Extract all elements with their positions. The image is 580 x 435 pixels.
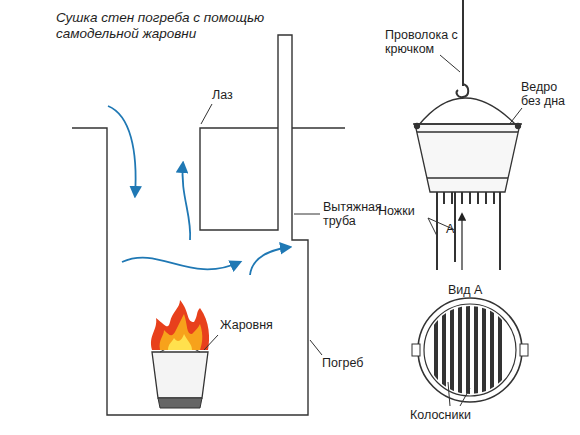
- diagram-title: Сушка стен погреба с помощью самодельной…: [56, 10, 286, 42]
- part-label: Ножки: [378, 204, 438, 218]
- cellar-outline: [72, 35, 345, 415]
- bucket-leg: [437, 192, 500, 270]
- grate-bar: [474, 304, 478, 396]
- part-label: Погреб: [322, 356, 392, 370]
- handle-lug: [412, 344, 420, 356]
- bucket-rim-view: [418, 298, 522, 402]
- brazier-bucket: [152, 352, 208, 398]
- grate-bar: [444, 192, 494, 204]
- leader-line: [448, 382, 450, 406]
- part-label: Ведро без дна: [521, 80, 576, 108]
- part-label: Жаровня: [220, 318, 300, 332]
- brazier-grate: [158, 398, 202, 408]
- part-label: Проволока с крючком: [385, 28, 465, 56]
- wire: [462, 0, 464, 86]
- leader-line: [294, 214, 320, 215]
- flame: [151, 300, 209, 350]
- grate-bar: [466, 304, 470, 396]
- grate-bar: [450, 304, 454, 396]
- brazier: [151, 300, 209, 408]
- part-label: А: [446, 222, 466, 236]
- view-arrow: [461, 214, 462, 270]
- air-flow-arrow: [108, 106, 136, 196]
- air-flow-arrow: [183, 163, 191, 240]
- air-flow: [108, 106, 290, 275]
- leader-lines: [201, 55, 522, 406]
- grate-bar: [442, 304, 446, 396]
- air-flow-arrow: [122, 258, 240, 270]
- part-label: Вид А: [448, 283, 518, 297]
- handle-lug: [520, 344, 528, 356]
- air-flow-arrow: [250, 247, 290, 275]
- leader-line: [310, 340, 322, 355]
- handle-pin: [415, 124, 420, 129]
- handle-pin: [516, 124, 521, 129]
- part-label: Лаз: [212, 88, 272, 102]
- grate-bar: [434, 304, 438, 396]
- view-a: [412, 298, 528, 402]
- ground-line: [292, 127, 345, 128]
- grate-bar: [490, 304, 494, 396]
- grate-bars: [436, 304, 500, 396]
- hook: [457, 84, 469, 97]
- grate-bar: [458, 304, 462, 396]
- bucket-bottom-view: [424, 304, 516, 396]
- leader-line: [204, 335, 218, 350]
- part-label: Колосники: [410, 408, 500, 422]
- leader-line: [440, 55, 460, 72]
- flame: [168, 334, 192, 350]
- leader-line: [201, 104, 212, 124]
- bucket-body: [415, 124, 520, 192]
- leader-line: [428, 218, 437, 236]
- cellar-wall: [72, 35, 308, 415]
- bucket-rim: [413, 124, 522, 178]
- grate-bar: [498, 304, 502, 396]
- bucket-handle: [418, 98, 517, 126]
- flame: [160, 314, 203, 350]
- grate-bar: [482, 304, 486, 396]
